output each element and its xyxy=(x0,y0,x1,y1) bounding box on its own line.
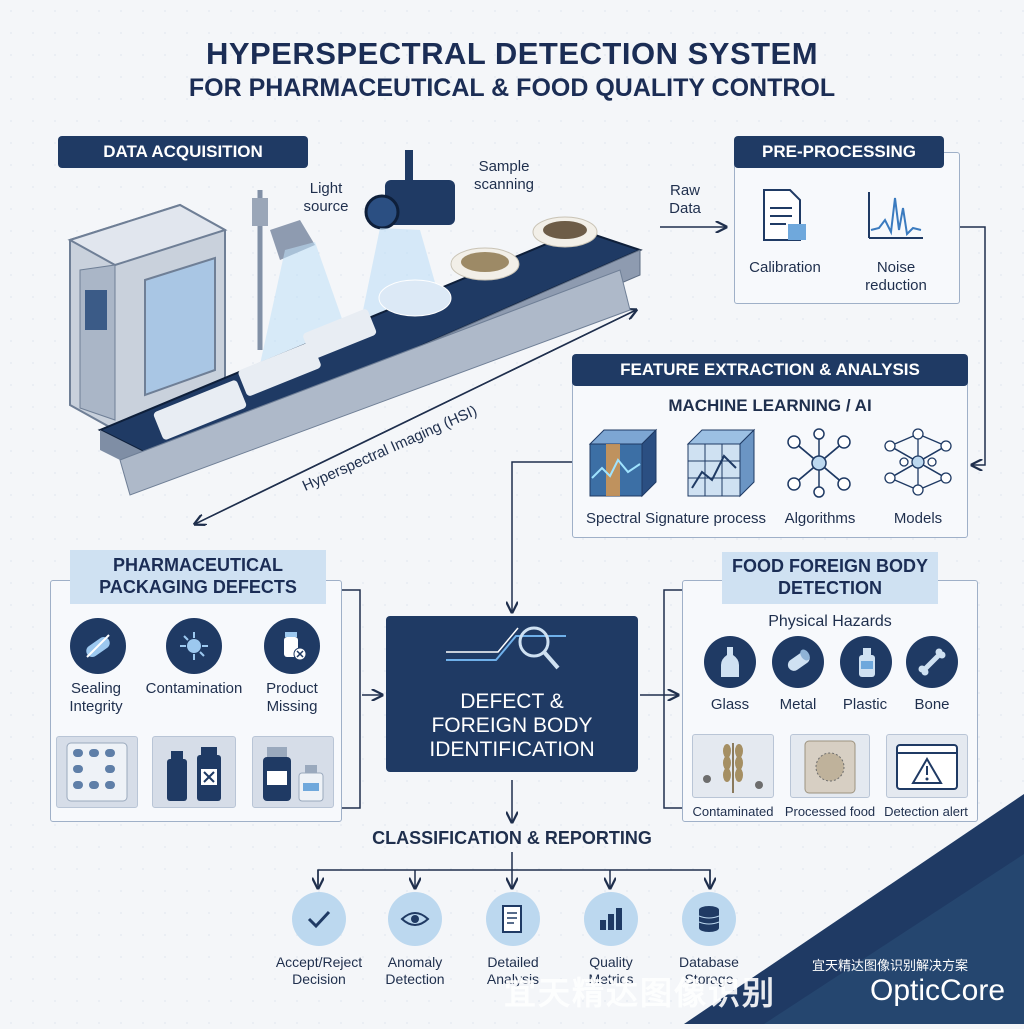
missing-label: Product Missing xyxy=(266,680,318,715)
brand-watermark-cn: 宜天精达图像识别 xyxy=(504,975,777,1011)
data-acquisition-header: DATA ACQUISITION xyxy=(58,136,308,168)
center-line2: FOREIGN BODY xyxy=(431,714,593,738)
reporting-header: CLASSIFICATION & REPORTING xyxy=(372,828,652,848)
sample-scanning-label: Sample scanning xyxy=(473,158,535,193)
algorithms-cube-icon xyxy=(686,428,756,503)
plastic-label: Plastic xyxy=(842,696,888,713)
glass-label: Glass xyxy=(710,696,750,713)
algorithms-network-icon xyxy=(784,428,854,503)
brand-logo: OpticCore xyxy=(870,974,1006,1007)
glass-icon xyxy=(704,636,756,688)
checkmark-icon xyxy=(292,892,346,946)
models-label: Models xyxy=(893,510,943,527)
models-network-icon xyxy=(882,426,954,503)
contaminated-bottles-image xyxy=(152,736,236,808)
processed-food-image xyxy=(790,734,870,798)
pharma-header: PHARMACEUTICAL PACKAGING DEFECTS xyxy=(70,550,326,604)
noise-reduction-icon xyxy=(865,190,925,247)
contaminated-grain-image xyxy=(692,734,774,798)
anomaly-label: Anomaly Detection xyxy=(385,954,445,987)
physical-hazards-label: Physical Hazards xyxy=(768,613,892,630)
bone-label: Bone xyxy=(914,696,950,713)
calibration-icon xyxy=(760,188,808,249)
spectral-cube-icon xyxy=(588,428,658,503)
plastic-icon xyxy=(840,636,892,688)
product-missing-icon xyxy=(264,618,320,674)
alert-label: Detection alert xyxy=(884,804,968,819)
bar-chart-icon xyxy=(584,892,638,946)
noise-reduction-label: Noise reduction xyxy=(865,259,927,294)
eye-icon xyxy=(388,892,442,946)
detailed-label: Detailed Analysis xyxy=(486,954,540,987)
blister-pack-image xyxy=(56,736,138,808)
document-icon xyxy=(486,892,540,946)
light-source-label: Light source xyxy=(303,180,349,215)
feature-header: FEATURE EXTRACTION & ANALYSIS xyxy=(572,354,968,386)
spectral-label: Spectral Signature process xyxy=(585,510,767,527)
missing-product-image xyxy=(252,736,334,808)
corner-decoration xyxy=(684,794,1024,1024)
accept-label: Accept/Reject Decision xyxy=(275,954,363,987)
defect-identification-box: DEFECT & FOREIGN BODY IDENTIFICATION xyxy=(386,616,638,772)
database-icon xyxy=(682,892,736,946)
conveyor-illustration xyxy=(60,150,660,530)
ml-subheader: MACHINE LEARNING / AI xyxy=(668,396,872,415)
page-title: HYPERSPECTRAL DETECTION SYSTEM xyxy=(205,36,819,71)
center-line1: DEFECT & xyxy=(460,690,564,713)
page-subtitle: FOR PHARMACEUTICAL & FOOD QUALITY CONTRO… xyxy=(188,74,836,102)
preprocessing-header: PRE-PROCESSING xyxy=(734,136,944,168)
brand-tagline-cn: 宜天精达图像识别解决方案 xyxy=(812,958,969,973)
metal-label: Metal xyxy=(779,696,817,713)
database-label: Database Storage xyxy=(679,954,739,987)
sealing-integrity-icon xyxy=(70,618,126,674)
raw-data-label: Raw Data xyxy=(669,182,701,217)
food-header: FOOD FOREIGN BODY DETECTION xyxy=(722,552,938,604)
contamination-label: Contamination xyxy=(145,680,243,697)
sealing-label: Sealing Integrity xyxy=(69,680,123,715)
magnifier-icon xyxy=(446,626,566,670)
algorithms-label: Algorithms xyxy=(784,510,856,527)
contaminated-label: Contaminated xyxy=(692,804,774,819)
detection-alert-image xyxy=(886,734,968,798)
center-line3: IDENTIFICATION xyxy=(429,738,595,762)
calibration-label: Calibration xyxy=(749,259,821,276)
bone-icon xyxy=(906,636,958,688)
metal-icon xyxy=(772,636,824,688)
contamination-icon xyxy=(166,618,222,674)
quality-label: Quality Metrics xyxy=(588,954,634,987)
processed-label: Processed food xyxy=(784,804,876,819)
